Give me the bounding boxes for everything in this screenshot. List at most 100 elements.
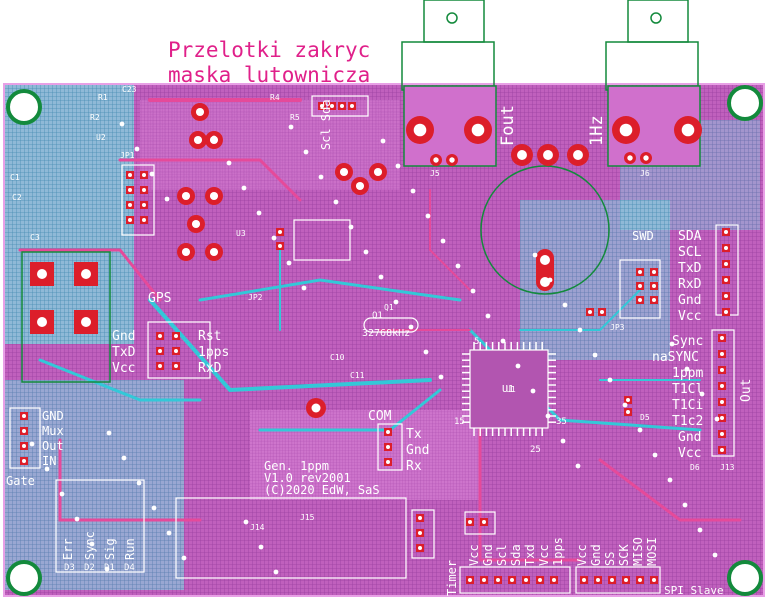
header-pin [508,576,516,584]
header-pin [384,458,392,466]
header-pin [722,292,730,300]
out-pin-t1c2: T1c2 [672,414,703,429]
via [712,552,718,558]
via [470,288,476,294]
header-pin [650,268,658,276]
header-pin [636,282,644,290]
via [243,519,249,525]
via [697,527,703,533]
gps-pin-txd: TxD [112,345,136,360]
right-header-labels: SDA SCL TxD RxD Gnd Vcc SWD [632,229,702,324]
ref-designator: JP2 [248,293,263,302]
header-pin [650,296,658,304]
smd-pads [20,102,730,584]
label-fout: Fout [498,105,518,146]
through-hole-pads [177,103,702,418]
gate-pin-out: Out [42,439,64,453]
header-pin [156,347,164,355]
via [592,352,598,358]
mcu-qfp [462,342,556,436]
header-pin [718,350,726,358]
tht-pad [567,144,589,166]
ref-designator: J14 [250,523,265,532]
via [577,327,583,333]
header-pin [636,268,644,276]
ref-designator: Q1 [384,303,394,312]
tht-pad [351,177,369,195]
header-pin [718,446,726,454]
header-pin [140,201,148,209]
spi-pin-ss: SS [603,552,617,566]
header-pin [338,102,346,110]
header-pin [156,362,164,370]
led-label-err: Err [61,538,75,560]
header-pin [608,576,616,584]
via [425,213,431,219]
via [333,199,339,205]
spi-pin-miso: MISO [631,537,645,566]
header-pin [722,260,730,268]
header-pin [718,414,726,422]
timer-pin-gnd: Gnd [481,544,495,566]
header-pin [594,576,602,584]
via [27,107,33,113]
via [393,299,399,305]
led-ref-d4: D4 [124,563,135,573]
via [196,110,202,116]
ref-designator: R1 [98,93,108,102]
ref-designator: D6 [690,463,700,472]
label-gps: GPS [148,291,171,306]
ref-designator: C23 [122,85,137,94]
via [136,480,142,486]
header-pin [650,282,658,290]
header-pin [466,518,474,526]
header-pin [624,396,632,404]
ref-designator: C3 [30,233,40,242]
via [378,274,384,280]
header-pin [580,576,588,584]
via [622,402,628,408]
board-title: Gen. 1ppm V1.0 rev2001 (C)2020 EdW, SaS [264,459,380,497]
board-title-line2: V1.0 rev2001 [264,471,351,485]
via [303,149,309,155]
tht-pad [511,144,533,166]
via [121,455,127,461]
via [714,416,720,422]
timer-labels: Vcc Gnd Scl Sda Txd Vcc 1pps Timer [445,537,565,596]
ref-designator: C1 [10,173,20,182]
out-pin-sync: Sync [672,334,703,349]
right-pin-gnd: Gnd [678,293,701,308]
via [166,530,172,536]
out-title: Out [739,379,754,402]
via [547,277,553,283]
power-pads [21,251,111,383]
ref-designator: C11 [350,371,365,380]
header-pin [722,308,730,316]
via [363,249,369,255]
header-pin [140,216,148,224]
right-pin-txd: TxD [678,261,702,276]
led-label-sync: Sync [83,531,97,560]
via [256,210,262,216]
ref-designator: U2 [96,133,106,142]
out-header-labels: Sync naSYNC 1ppm T1Cl T1Ci T1c2 Gnd Vcc … [652,334,754,461]
header-pin [718,366,726,374]
gps-pin-1pps: 1pps [198,345,229,360]
ref-designator: J5 [430,169,440,178]
via [273,569,279,575]
header-pin [466,576,474,584]
mcu-ref: U1 [502,384,514,395]
spi-labels: Vcc Gnd SS SCK MISO MOSI SPI Slave [575,537,724,597]
board-title-line1: Gen. 1ppm [264,459,329,473]
tht-pad [464,116,492,144]
mcu-pin-5: 5 [474,337,479,347]
com-labels: COM Tx Gnd Rx [368,409,429,474]
via [59,491,65,497]
header-pin [126,186,134,194]
header-pin [650,576,658,584]
header-pin [522,576,530,584]
mounting-holes [6,85,763,596]
via [408,324,414,330]
timer-pin-sda: Sda [509,544,523,566]
gps-pin-rst: Rst [198,329,221,344]
